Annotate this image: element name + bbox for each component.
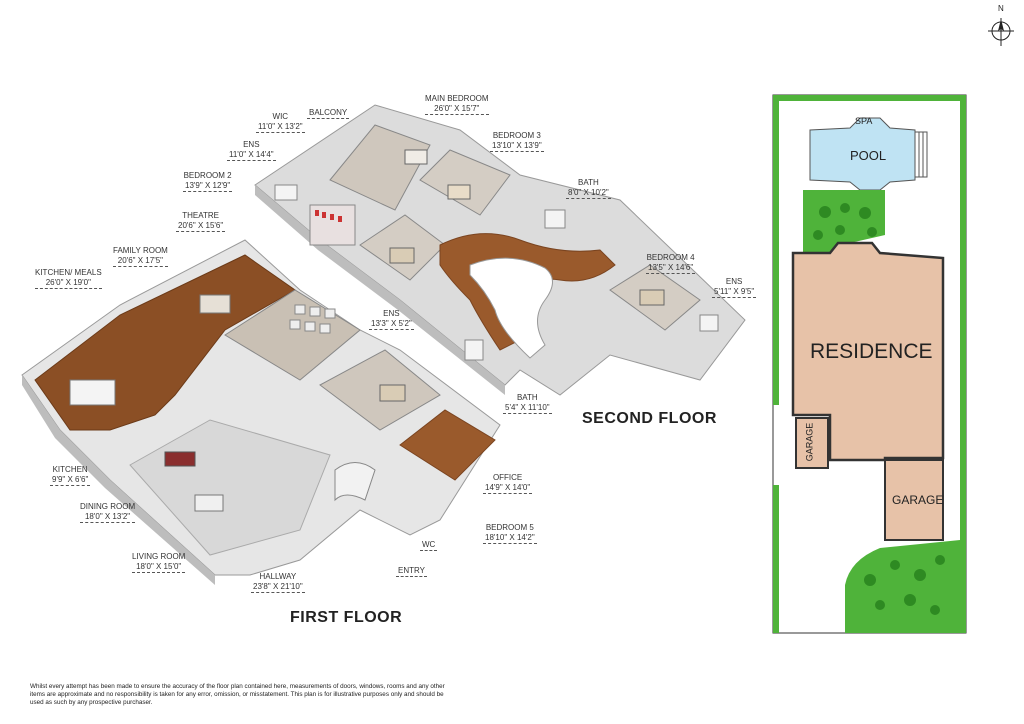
room-label-balcony: BALCONY: [307, 108, 350, 119]
room-label-ens-3: ENS 5'11" x 9'5": [712, 277, 757, 298]
room-label-office: OFFICE 14'9" x 14'0": [483, 473, 533, 494]
second-floor-title: SECOND FLOOR: [582, 410, 717, 427]
room-label-ens-1: ENS 13'3" x 5'2": [369, 309, 414, 330]
first-floor-plan: [21, 239, 501, 585]
room-label-main-bedroom: MAIN BEDROOM 26'0" x 15'7": [425, 94, 489, 115]
compass-rose-icon: [988, 18, 1014, 46]
disclaimer-text: Whilst every attempt has been made to en…: [30, 683, 445, 706]
compass-label: N: [998, 4, 1004, 13]
room-label-hallway: HALLWAY 23'8" x 21'10": [251, 572, 305, 593]
residence-label: RESIDENCE: [810, 340, 933, 363]
site-plan: [772, 94, 967, 634]
room-label-wc: WC: [420, 540, 438, 551]
room-label-bedroom-2: BEDROOM 2 13'9" x 12'9": [183, 171, 233, 192]
room-label-theatre: THEATRE 20'6" x 15'6": [176, 211, 226, 232]
room-label-bath-2: BATH 5'4" x 11'10": [503, 393, 552, 414]
room-label-wic: WIC 11'0" x 13'2": [256, 112, 305, 133]
room-label-bath-1: BATH 8'0" x 10'2": [566, 178, 611, 199]
spa-label: SPA: [855, 116, 873, 126]
first-floor-title: FIRST FLOOR: [290, 609, 403, 626]
room-label-kitchen: KITCHEN 9'9" x 6'6": [50, 465, 91, 486]
second-floor-plan: [254, 104, 746, 396]
room-label-dining-room: DINING ROOM 18'0" x 13'2": [80, 502, 136, 523]
pool-label: POOL: [850, 148, 887, 163]
room-label-entry: ENTRY: [396, 566, 427, 577]
garage-large-label: GARAGE: [892, 493, 944, 507]
room-label-living-room: LIVING ROOM 18'0" x 15'0": [132, 552, 186, 573]
garage-small-label: GARAGE: [804, 422, 815, 462]
room-label-bedroom-3: BEDROOM 3 13'10" x 13'9": [490, 131, 544, 152]
room-label-bedroom-4: BEDROOM 4 13'5" x 14'6": [646, 253, 696, 274]
room-label-bedroom-5: BEDROOM 5 18'10" x 14'2": [483, 523, 537, 544]
room-label-family-room: FAMILY ROOM 20'6" x 17'5": [113, 246, 168, 267]
room-label-kitchen-meals: KITCHEN/ MEALS 26'0" x 19'0": [35, 268, 102, 289]
room-label-ens-2: ENS 11'0" x 14'4": [227, 140, 276, 161]
